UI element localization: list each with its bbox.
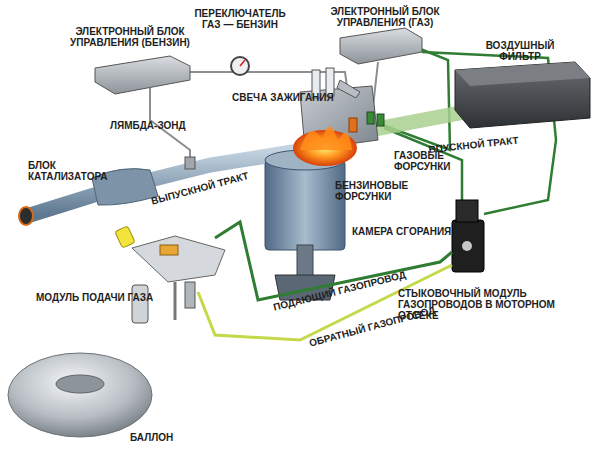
module-tube: [174, 282, 177, 320]
ecu-box: [95, 56, 190, 94]
gas-injector: [377, 114, 384, 126]
module-body: [132, 236, 225, 282]
part-label: ЛЯМБДА-ЗОНД: [110, 120, 200, 131]
module-cap: [115, 226, 135, 248]
solenoid: [456, 200, 478, 222]
part-label: ПЕРЕКЛЮЧАТЕЛЬ ГАЗ — БЕНЗИН: [190, 8, 290, 30]
part-label: ЭЛЕКТРОННЫЙ БЛОК УПРАВЛЕНИЯ (БЕНЗИН): [55, 26, 205, 48]
part-label: ГАЗОВЫЕ ФОРСУНКИ: [394, 150, 464, 172]
part-label: СВЕЧА ЗАЖИГАНИЯ: [232, 92, 342, 103]
part-label: БЕНЗИНОВЫЕ ФОРСУНКИ: [335, 180, 425, 202]
part-label: БЛОК КАТАЛИЗАТОРА: [28, 160, 108, 182]
fitting: [462, 241, 472, 251]
flame-tongues: [300, 126, 352, 150]
fuel-pump: [132, 285, 148, 323]
air-filter: [455, 62, 590, 128]
tail-pipe: [19, 207, 33, 225]
part-label: КАМЕРА СГОРАНИЯ: [352, 226, 472, 237]
switch-gauge: [231, 57, 249, 75]
part-label: БАЛЛОН: [130, 432, 190, 443]
module-valve: [160, 245, 178, 255]
spark-plug: [326, 68, 334, 96]
tank-hole: [56, 375, 104, 393]
part-label: ВПУСКНОЙ ТРАКТ: [428, 133, 539, 155]
part-label: ВОЗДУШНЫЙ ФИЛЬТР: [485, 40, 555, 62]
valve: [337, 80, 360, 98]
ecu-box: [340, 28, 422, 64]
petrol-injector: [349, 118, 357, 132]
switch-needle: [240, 60, 245, 66]
toroidal-tank: [8, 353, 152, 437]
level-sensor: [185, 282, 195, 308]
exhaust-pipe: [30, 150, 305, 215]
gas-injector: [367, 112, 374, 124]
air-filter-top: [455, 62, 590, 86]
cylinder-block: [265, 160, 345, 250]
lambda-sensor: [185, 157, 195, 169]
part-label: ЭЛЕКТРОННЫЙ БЛОК УПРАВЛЕНИЯ (ГАЗ): [310, 6, 460, 28]
docking-module: [452, 220, 484, 272]
part-label: МОДУЛЬ ПОДАЧИ ГАЗА: [36, 292, 166, 303]
gas-line: [380, 48, 450, 150]
